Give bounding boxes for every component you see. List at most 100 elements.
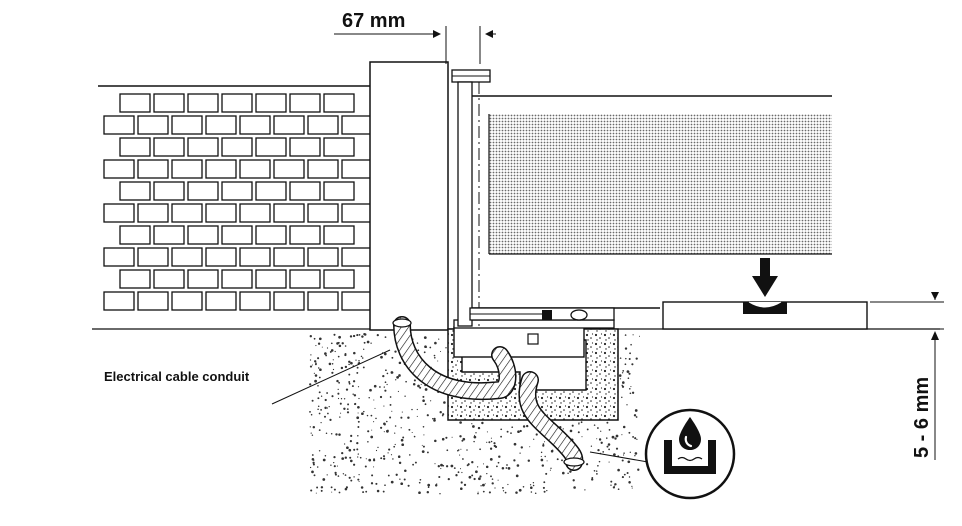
gravel-dot xyxy=(317,397,320,400)
gravel-dot xyxy=(438,338,440,340)
gravel-dot xyxy=(447,477,450,481)
gravel-dot xyxy=(544,455,546,458)
gravel-dot xyxy=(379,386,381,388)
gravel-dot xyxy=(502,490,505,492)
gravel-dot xyxy=(627,460,631,464)
gravel-dot xyxy=(419,478,422,481)
gravel-dot xyxy=(314,360,317,363)
gravel-dot xyxy=(360,355,363,358)
brick xyxy=(273,291,305,311)
dimension-stop-height: 5 - 6 mm xyxy=(870,292,944,460)
gravel-dot xyxy=(338,335,341,339)
gravel-dot xyxy=(433,417,436,420)
gravel-dot xyxy=(333,465,336,468)
gravel-dot xyxy=(626,471,629,475)
gravel-dot xyxy=(354,403,356,405)
gravel-dot xyxy=(631,485,633,488)
brick xyxy=(323,93,355,113)
gravel-dot xyxy=(621,384,623,387)
gravel-dot xyxy=(634,452,638,455)
gravel-dot xyxy=(375,449,378,452)
gravel-dot xyxy=(334,471,337,475)
gravel-dot xyxy=(418,491,421,495)
gravel-dot xyxy=(429,346,432,349)
gravel-dot xyxy=(357,412,359,414)
down-arrow-icon xyxy=(752,258,778,297)
pillar xyxy=(369,61,449,331)
gravel-dot xyxy=(519,429,522,433)
gravel-dot xyxy=(433,356,436,359)
gravel-dot xyxy=(567,472,569,475)
brick xyxy=(187,93,219,113)
gravel-dot xyxy=(353,351,356,355)
gravel-dot xyxy=(400,482,404,486)
gravel-dot xyxy=(513,459,516,462)
gravel-dot xyxy=(491,482,494,485)
gravel-dot xyxy=(442,413,445,416)
gravel-dot xyxy=(332,359,334,361)
gravel-dot xyxy=(313,337,316,340)
brick xyxy=(187,269,219,289)
gravel-dot xyxy=(624,363,627,366)
brick xyxy=(171,203,203,223)
gravel-dot xyxy=(424,403,427,406)
gravel-dot xyxy=(331,395,334,398)
gravel-dot xyxy=(309,335,312,338)
gravel-dot xyxy=(383,405,385,407)
gravel-dot xyxy=(473,435,477,439)
gate-stop xyxy=(662,301,868,330)
brick xyxy=(307,291,339,311)
gravel-dot xyxy=(407,416,410,419)
gravel-dot xyxy=(320,489,323,492)
gravel-dot xyxy=(621,385,625,388)
gravel-dot xyxy=(349,456,352,459)
gravel-dot xyxy=(348,449,351,451)
gravel-dot xyxy=(486,441,488,443)
gravel-dot xyxy=(380,355,383,359)
gravel-dot xyxy=(462,437,466,441)
gravel-dot xyxy=(399,478,401,480)
gravel-dot xyxy=(357,435,359,437)
gravel-dot xyxy=(344,474,347,476)
gravel-dot xyxy=(327,412,329,415)
brick xyxy=(239,247,271,267)
gravel-dot xyxy=(358,360,360,362)
gravel-dot xyxy=(498,455,501,458)
gravel-dot xyxy=(326,407,329,409)
gravel-dot xyxy=(507,467,511,470)
gravel-dot xyxy=(635,357,638,360)
gravel-dot xyxy=(353,476,355,478)
gravel-dot xyxy=(376,333,379,337)
gravel-dot xyxy=(401,411,403,413)
gravel-dot xyxy=(318,450,321,452)
gravel-dot xyxy=(358,480,360,483)
gravel-dot xyxy=(478,477,481,481)
gravel-dot xyxy=(622,370,625,372)
gravel-dot xyxy=(348,382,351,385)
gravel-dot xyxy=(317,405,320,408)
gravel-dot xyxy=(376,489,380,493)
gravel-dot xyxy=(596,438,598,440)
gravel-dot xyxy=(416,415,418,417)
gravel-dot xyxy=(476,466,479,468)
gravel-dot xyxy=(309,410,311,413)
gravel-dot xyxy=(550,467,552,470)
gravel-dot xyxy=(613,453,616,456)
gravel-dot xyxy=(392,372,394,374)
gravel-dot xyxy=(578,423,580,425)
gravel-dot xyxy=(623,454,625,456)
gravel-dot xyxy=(460,481,463,484)
gravel-dot xyxy=(506,430,509,433)
gravel-dot xyxy=(320,486,324,489)
gravel-dot xyxy=(350,361,353,365)
gravel-dot xyxy=(421,450,425,453)
gravel-dot xyxy=(330,349,334,352)
gravel-dot xyxy=(502,487,504,489)
gravel-dot xyxy=(460,448,462,450)
brick xyxy=(137,159,169,179)
gravel-dot xyxy=(357,453,359,455)
gravel-dot xyxy=(411,408,413,411)
gravel-dot xyxy=(580,421,583,424)
gravel-dot xyxy=(423,351,426,354)
brick xyxy=(307,203,339,223)
